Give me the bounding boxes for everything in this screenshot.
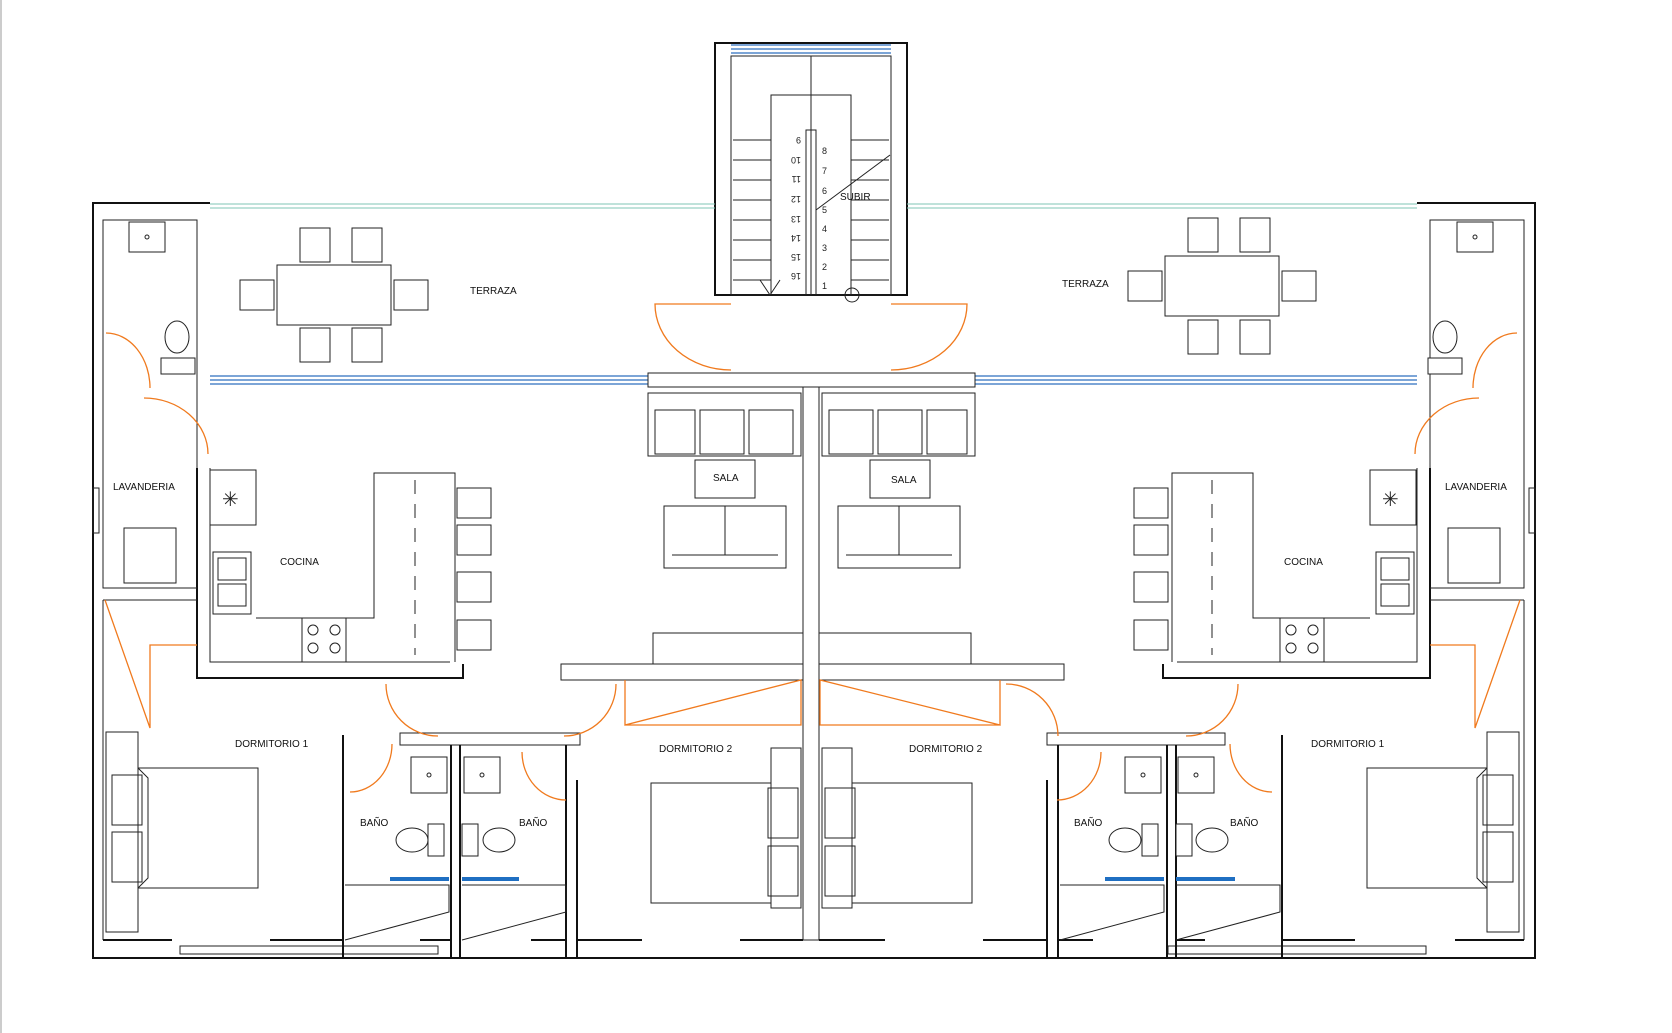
- svg-text:7: 7: [822, 166, 827, 176]
- svg-text:1: 1: [822, 281, 827, 291]
- bath-1-label-left: BAÑO: [360, 816, 389, 829]
- interior-walls-right: [818, 468, 1525, 958]
- svg-text:13: 13: [791, 214, 801, 224]
- svg-text:✳: ✳: [1382, 487, 1399, 511]
- building-outline: [92, 202, 1536, 959]
- stove: [301, 617, 347, 663]
- stair-numbers-up: 1 2 3 4 5 6 7 8: [822, 146, 827, 291]
- kitchen-label-right: COCINA: [1284, 557, 1323, 568]
- bedroom-1-label-left: DORMITORIO 1: [235, 739, 309, 750]
- tv-console: [818, 632, 972, 665]
- bedroom-1-furniture-right: [1366, 731, 1520, 933]
- bathrooms-left: [344, 756, 567, 941]
- living-furniture-left: [647, 392, 804, 665]
- bath-2-label-left: BAÑO: [519, 816, 548, 829]
- kitchen-label-left: COCINA: [280, 557, 319, 568]
- laundry-fixtures-right: [1427, 221, 1501, 584]
- central-beam: [647, 372, 976, 388]
- bath-2-label-right: BAÑO: [1230, 816, 1259, 829]
- svg-text:16: 16: [791, 271, 801, 281]
- svg-text:4: 4: [822, 224, 827, 234]
- svg-text:12: 12: [791, 194, 801, 204]
- bedroom-1-furniture-left: [105, 731, 259, 933]
- bedroom-2-furniture-right: [821, 747, 973, 909]
- room-labels: TERRAZA TERRAZA LAVANDERIA COCINA SALA D…: [113, 279, 1507, 829]
- laundry-label-left: LAVANDERIA: [113, 482, 175, 493]
- stair-treads: [733, 139, 889, 281]
- terrace-dining-left: [239, 227, 429, 363]
- svg-text:9: 9: [796, 135, 801, 145]
- stair-numbers-down: 16 15 14 13 12 11 10 9: [791, 135, 801, 281]
- svg-text:✳: ✳: [222, 487, 239, 511]
- svg-text:14: 14: [791, 233, 801, 243]
- svg-text:5: 5: [822, 205, 827, 215]
- bath-1-label-right: BAÑO: [1074, 816, 1103, 829]
- door-swings: [104, 303, 1521, 801]
- bedroom-2-label-left: DORMITORIO 2: [659, 744, 733, 755]
- stair-start-marker: [844, 287, 860, 303]
- terrace-dining-right: [1127, 217, 1317, 355]
- bedroom-1-label-right: DORMITORIO 1: [1311, 739, 1385, 750]
- washer: [1447, 527, 1501, 584]
- kitchen-left: ✳: [209, 469, 492, 663]
- washer: [123, 527, 177, 584]
- terrace-label-left: TERRAZA: [470, 286, 517, 297]
- svg-text:15: 15: [791, 252, 801, 262]
- living-label-left: SALA: [713, 473, 739, 484]
- laundry-label-right: LAVANDERIA: [1445, 482, 1507, 493]
- svg-text:11: 11: [792, 174, 801, 184]
- laundry-fixtures-left: [123, 221, 196, 584]
- party-wall: [802, 386, 820, 941]
- svg-text:8: 8: [822, 146, 827, 156]
- bedroom-2-furniture-left: [650, 747, 802, 909]
- stair-tower: SUBIR 1 2 3 4 5 6 7 8 16 15 14 13 12 11 …: [714, 42, 908, 303]
- terrace-label-right: TERRAZA: [1062, 279, 1109, 290]
- living-label-right: SALA: [891, 475, 917, 486]
- stair-label: SUBIR: [840, 192, 871, 203]
- bedroom-2-label-right: DORMITORIO 2: [909, 744, 983, 755]
- bottom-window-left: [179, 945, 439, 955]
- bathrooms-right: [1059, 756, 1281, 941]
- svg-text:3: 3: [822, 243, 827, 253]
- svg-text:10: 10: [791, 155, 801, 165]
- living-furniture-right: [818, 392, 976, 665]
- svg-text:6: 6: [822, 186, 827, 196]
- tv-console: [652, 632, 804, 665]
- stove: [1279, 617, 1325, 663]
- svg-text:2: 2: [822, 262, 827, 272]
- kitchen-right: ✳: [1133, 469, 1417, 663]
